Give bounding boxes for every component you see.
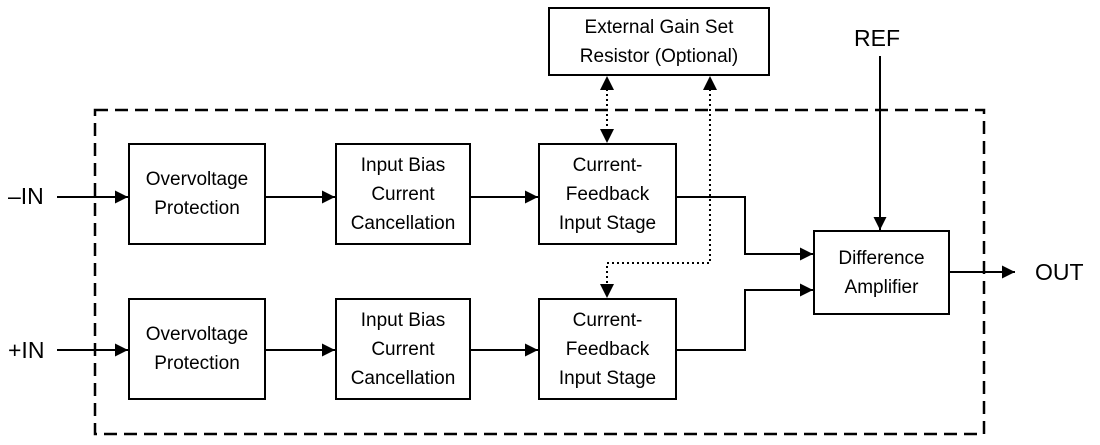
- block-overvoltage-protection-top: Overvoltage Protection: [128, 143, 266, 245]
- block-difference-amplifier: Difference Amplifier: [813, 230, 950, 315]
- block-label-line: Feedback: [565, 183, 650, 205]
- arrowhead-up-into-gain-resistor-right: [703, 76, 717, 90]
- block-input-bias-current-cancellation-bottom: Input Bias Current Cancellation: [335, 298, 471, 400]
- block-label-line: Feedback: [565, 338, 650, 360]
- port-label-ref: REF: [854, 25, 900, 51]
- port-label-pos-in: +IN: [8, 337, 45, 363]
- block-label-line: Cancellation: [350, 212, 456, 234]
- block-current-feedback-input-stage-top: Current- Feedback Input Stage: [538, 143, 677, 245]
- port-label-neg-in: –IN: [8, 183, 44, 209]
- block-label-line: External Gain Set: [584, 16, 734, 38]
- block-label-line: Input Stage: [558, 367, 657, 389]
- port-label-out: OUT: [1035, 259, 1084, 285]
- block-label-line: Current: [371, 183, 435, 205]
- block-label-line: Cancellation: [350, 367, 456, 389]
- block-input-bias-current-cancellation-top: Input Bias Current Cancellation: [335, 143, 471, 245]
- wire-cfb1-to-diff-amp: [676, 196, 813, 261]
- block-label-line: Protection: [154, 198, 240, 219]
- block-label-line: Protection: [154, 353, 240, 374]
- arrowhead-down-into-cfb1: [600, 129, 614, 143]
- block-label-line: Current: [371, 338, 435, 360]
- block-label-line: Current-: [572, 309, 643, 331]
- block-label-line: Overvoltage: [145, 169, 249, 190]
- block-label-line: Current-: [572, 154, 643, 176]
- block-external-gain-set-resistor: External Gain Set Resistor (Optional): [548, 7, 770, 76]
- block-overvoltage-protection-bottom: Overvoltage Protection: [128, 298, 266, 400]
- block-label-line: Resistor (Optional): [579, 45, 739, 67]
- wire-cfb2-to-diff-amp: [676, 283, 813, 351]
- block-label-line: Amplifier: [844, 276, 919, 298]
- block-label-line: Overvoltage: [145, 324, 249, 345]
- block-label-line: Difference: [838, 247, 925, 269]
- block-label-line: Input Stage: [558, 212, 657, 234]
- arrowhead-down-into-cfb2: [600, 284, 614, 298]
- block-label-line: Input Bias: [360, 154, 446, 176]
- dotted-wire-gain-resistor-to-cfb2: [606, 89, 711, 286]
- block-current-feedback-input-stage-bottom: Current- Feedback Input Stage: [538, 298, 677, 400]
- arrowhead-up-into-gain-resistor-left: [600, 76, 614, 90]
- block-label-line: Input Bias: [360, 309, 446, 331]
